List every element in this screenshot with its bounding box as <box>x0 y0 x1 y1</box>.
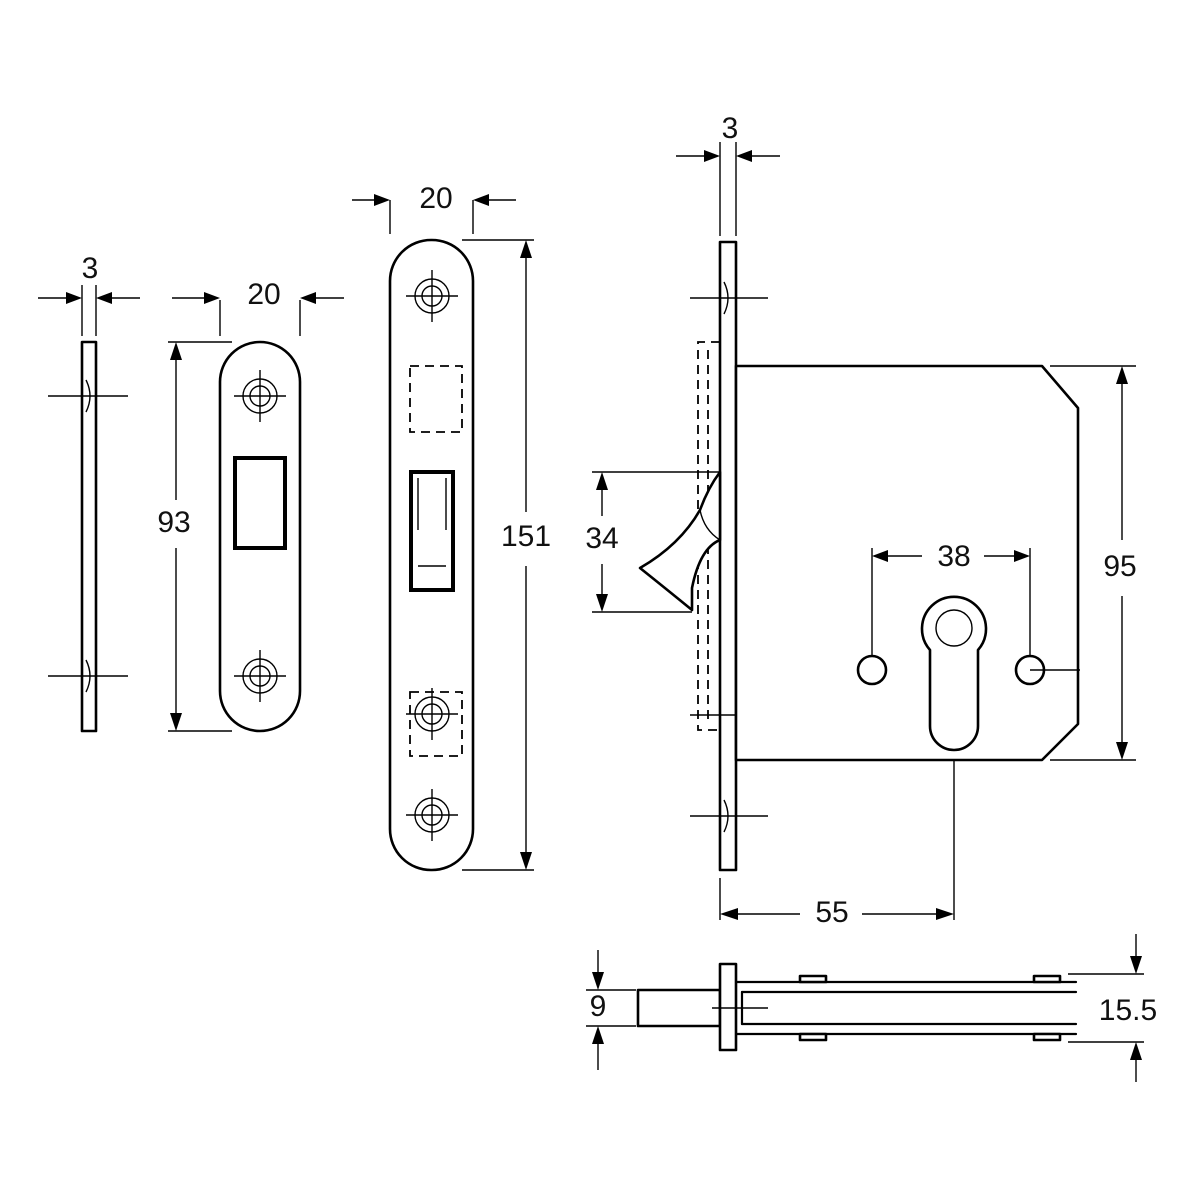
dimension-label-plate-width: 20 <box>247 278 280 311</box>
dimension-label-bolt-thickness: 9 <box>590 990 607 1023</box>
dimension-label-hook-throw: 34 <box>585 522 618 555</box>
dimension-label-backset: 55 <box>815 896 848 929</box>
lock-body-main-view: 3 34 38 95 55 <box>585 112 1136 929</box>
striking-plate-front-view: 20 93 <box>157 278 344 733</box>
dimension-label-forend-height: 151 <box>501 520 551 553</box>
lock-body-top-view: 9 15.5 <box>586 934 1157 1082</box>
dimension-label-faceplate-thickness: 3 <box>722 112 739 145</box>
dimension-label-plate-height: 93 <box>157 506 190 539</box>
dimension-label-case-depth: 15.5 <box>1099 994 1157 1027</box>
dimension-label-keyhole-span: 38 <box>937 540 970 573</box>
edge-strip-side-view: 3 <box>38 252 140 733</box>
dimension-label-forend-width: 20 <box>419 182 452 215</box>
dimension-label-case-height: 95 <box>1103 550 1136 583</box>
dimension-label-strip-thickness: 3 <box>82 252 99 285</box>
forend-faceplate-front-view: 20 151 <box>352 182 551 872</box>
